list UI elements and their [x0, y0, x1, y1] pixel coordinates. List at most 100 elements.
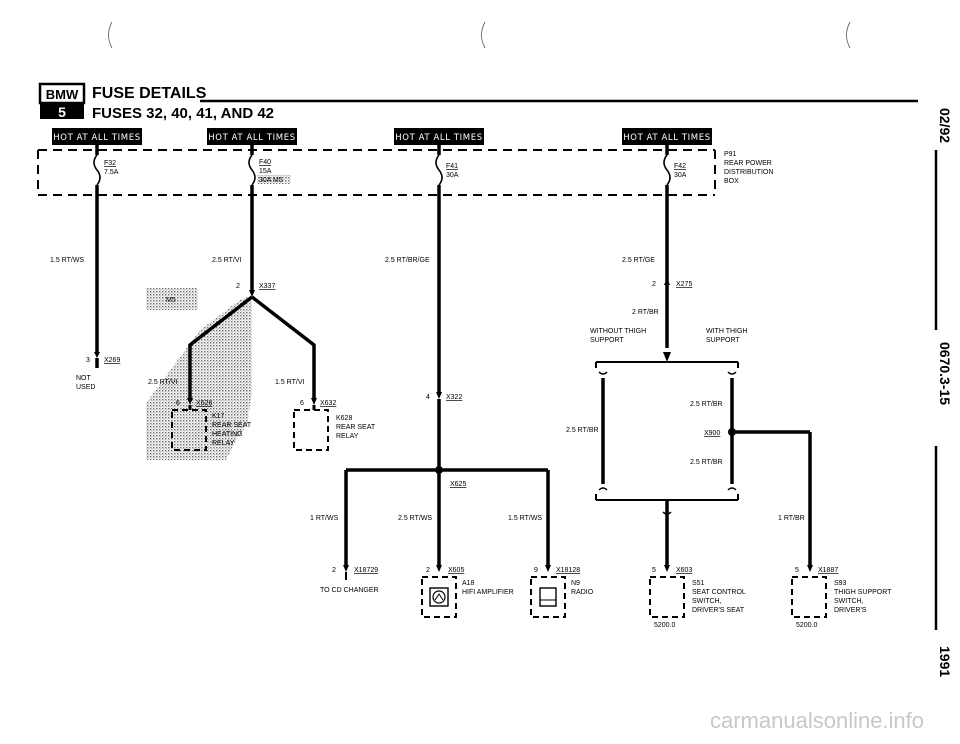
bracket-arrow: [663, 352, 671, 362]
pin-number: 2: [652, 281, 656, 288]
fuse-box-label: DISTRIBUTION: [724, 169, 773, 176]
amplifier-icon: [432, 590, 446, 604]
reference-number: 5200.0: [654, 622, 676, 629]
wire-label: 2.5 RT/WS: [398, 515, 432, 522]
watermark: carmanualsonline.info: [710, 708, 924, 733]
wire-label: 2.5 RT/BR: [690, 401, 723, 408]
connector-symbol: [664, 278, 670, 285]
bmw-logo: BMW 5: [38, 82, 86, 120]
pin-number: 9: [534, 567, 538, 574]
main-wires: [95, 145, 669, 392]
fuse-id: F42: [674, 163, 686, 170]
hot-label: HOT AT ALL TIMES: [53, 133, 140, 143]
pin-number: 5: [652, 567, 656, 574]
scan-mark: [846, 21, 851, 49]
fuse-rating: 30A: [446, 172, 459, 179]
component-label: RADIO: [571, 589, 594, 596]
side-year: 1991: [937, 646, 953, 677]
component-id: S51: [692, 580, 705, 587]
connector-id: X18729: [354, 567, 378, 574]
wire-label: 2.5 RT/VI: [148, 379, 177, 386]
component-label: TO CD CHANGER: [320, 587, 379, 594]
a18-box: [421, 576, 457, 618]
fuse-symbol: [663, 154, 671, 186]
fuse-symbol: [93, 154, 101, 186]
component-label: SEAT CONTROL: [692, 589, 746, 596]
scan-mark: [481, 21, 486, 49]
fuse-rating: 30A: [674, 172, 687, 179]
relay-id: K17: [212, 413, 225, 420]
fuse-symbols: [93, 154, 671, 186]
page-title: FUSE DETAILS: [92, 85, 207, 102]
fuse-box-label: BOX: [724, 178, 739, 185]
wire-label: 2.5 RT/GE: [622, 257, 655, 264]
branch-label: WITHOUT THIGH: [590, 328, 646, 335]
s93-box: [791, 576, 827, 618]
relay-label: HEATING: [212, 431, 243, 438]
component-label: SWITCH,: [692, 598, 722, 605]
connector-id: X632: [320, 400, 336, 407]
component-id: A18: [462, 580, 475, 587]
connector-symbol: [436, 565, 442, 572]
wire-label: 2.5 RT/BR/GE: [385, 257, 430, 264]
hot-label: HOT AT ALL TIMES: [208, 133, 295, 143]
amplifier-icon: [429, 587, 449, 607]
wire-label: 2 RT/BR: [632, 309, 659, 316]
wire-end: [662, 511, 672, 515]
m5-region: [146, 295, 252, 460]
connector-symbol: [94, 352, 100, 358]
hot-bar: [622, 128, 712, 145]
scan-mark: [108, 21, 113, 49]
hot-bar: [394, 128, 484, 145]
branch-label: SUPPORT: [590, 337, 624, 344]
logo-series: 5: [58, 104, 66, 120]
connector-id: X269: [104, 357, 120, 364]
hot-label: HOT AT ALL TIMES: [395, 133, 482, 143]
component-label: DRIVER'S SEAT: [692, 607, 745, 614]
amplifier-icon: [434, 593, 444, 601]
side-date: 02/92: [937, 108, 953, 143]
x337-branches: [188, 295, 316, 398]
connector-id: X18128: [556, 567, 580, 574]
side-margin: 02/92 0670.3-15 1991: [934, 108, 953, 677]
pin-number: 2: [426, 567, 430, 574]
wire-label: 2.5 RT/BR: [690, 459, 723, 466]
connector-symbol: [249, 290, 255, 297]
pin-number: 5: [795, 567, 799, 574]
connector-id: X625: [450, 481, 466, 488]
relay-id: K628: [336, 415, 352, 422]
connector-id: X275: [676, 281, 692, 288]
pin-number: 6: [300, 400, 304, 407]
wire-label: 2.5 RT/VI: [212, 257, 241, 264]
wire-label: 1.5 RT/WS: [50, 257, 84, 264]
wire-end: [598, 487, 608, 491]
note-text: NOT: [76, 375, 92, 382]
pin-number: 6: [176, 400, 180, 407]
page-subtitle: FUSES 32, 40, 41, AND 42: [92, 105, 274, 122]
splice-dot: [435, 466, 443, 474]
connector-id: X322: [446, 394, 462, 401]
relay-label: RELAY: [336, 433, 359, 440]
component-id: N9: [571, 580, 580, 587]
pin-number: 3: [86, 357, 90, 364]
reference-number: 5200.0: [796, 622, 818, 629]
fuse-id: F32: [104, 160, 116, 167]
component-label: DRIVER'S: [834, 607, 867, 614]
logo-text: BMW: [46, 87, 79, 102]
f41-branches: [344, 399, 550, 565]
branch-label: SUPPORT: [706, 337, 740, 344]
s51-box: [649, 576, 685, 618]
splice-dot: [728, 428, 736, 436]
wire-label: 1.5 RT/WS: [508, 515, 542, 522]
m5-tag: M5: [166, 297, 176, 304]
fuse-rating: 15A: [259, 168, 272, 175]
n9-box: [530, 576, 566, 618]
hot-bar: [52, 128, 142, 145]
relay-label: REAR SEAT: [336, 424, 376, 431]
connector-symbol: [807, 565, 813, 572]
fuse-symbol: [435, 154, 443, 186]
pin-number: 2: [236, 283, 240, 290]
fuse-box-label: REAR POWER: [724, 160, 772, 167]
radio-icon: [539, 587, 557, 607]
